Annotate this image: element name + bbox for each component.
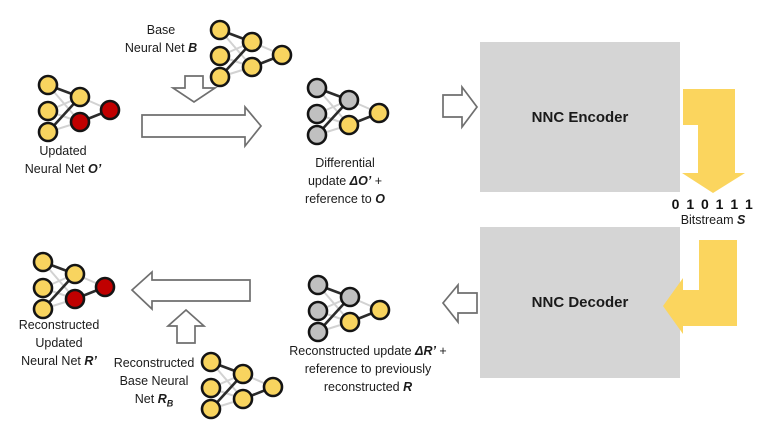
nn-node-yellow — [200, 398, 222, 420]
encoder-input-arrow — [442, 84, 479, 130]
updated-neural-net — [37, 74, 121, 143]
nn-node-yellow — [69, 86, 91, 108]
nnc-decoder-box: NNC Decoder — [480, 227, 680, 378]
nn-node-yellow — [339, 311, 361, 333]
nn-node-yellow — [232, 388, 254, 410]
nn-node-yellow — [368, 102, 390, 124]
nn-node-gray — [307, 300, 329, 322]
nn-node-red — [94, 276, 116, 298]
nn-node-yellow — [32, 277, 54, 299]
reconstructed-update-net — [307, 274, 391, 343]
bitstream-block: 0 1 0 1 1 1 Bitstream S — [659, 196, 767, 227]
nn-node-yellow — [209, 19, 231, 41]
base-merge-down-arrow — [170, 75, 218, 104]
reconstructed-updated-net — [32, 251, 116, 320]
differential-update-net — [306, 77, 390, 146]
nn-node-yellow — [241, 56, 263, 78]
nn-node-yellow — [262, 376, 284, 398]
nn-node-gray — [339, 286, 361, 308]
reconstructed-base-net — [200, 351, 284, 420]
nnc-decoder-label: NNC Decoder — [531, 294, 629, 311]
nn-node-gray — [306, 103, 328, 125]
nn-node-gray — [307, 321, 329, 343]
nn-node-red — [99, 99, 121, 121]
nn-node-red — [69, 111, 91, 133]
nn-node-yellow — [232, 363, 254, 385]
bitstream-label: Bitstream S — [680, 213, 746, 227]
nn-node-yellow — [241, 31, 263, 53]
nn-node-gray — [338, 89, 360, 111]
nn-node-yellow — [338, 114, 360, 136]
bitstream-digits: 0 1 0 1 1 1 — [671, 196, 755, 212]
nn-node-red — [64, 288, 86, 310]
nn-node-yellow — [37, 100, 59, 122]
nnc-encoder-label: NNC Encoder — [531, 108, 629, 126]
reconstruction-left-arrow — [130, 270, 251, 311]
nn-node-yellow — [200, 377, 222, 399]
nn-node-yellow — [209, 66, 231, 88]
bitstream-decoder-arrow — [663, 240, 737, 334]
nnc-encoder-box: NNC Encoder — [480, 42, 680, 192]
base-neural-net — [209, 19, 293, 88]
nn-node-yellow — [369, 299, 391, 321]
encoder-bitstream-arrow — [682, 89, 745, 193]
nn-node-yellow — [32, 251, 54, 273]
nn-node-yellow — [200, 351, 222, 373]
nn-node-gray — [307, 274, 329, 296]
nn-node-yellow — [209, 45, 231, 67]
update-merge-right-arrow — [141, 104, 263, 149]
nn-node-yellow — [37, 121, 59, 143]
nn-node-yellow — [271, 44, 293, 66]
nn-node-gray — [306, 77, 328, 99]
nn-node-gray — [306, 124, 328, 146]
nn-node-yellow — [64, 263, 86, 285]
decoder-output-arrow — [441, 282, 478, 325]
nn-node-yellow — [37, 74, 59, 96]
base-reconstruction-up-arrow — [165, 308, 207, 344]
reconstructed-update-label: Reconstructed update ΔR’ +reference to p… — [289, 344, 447, 394]
nn-node-yellow — [32, 298, 54, 320]
